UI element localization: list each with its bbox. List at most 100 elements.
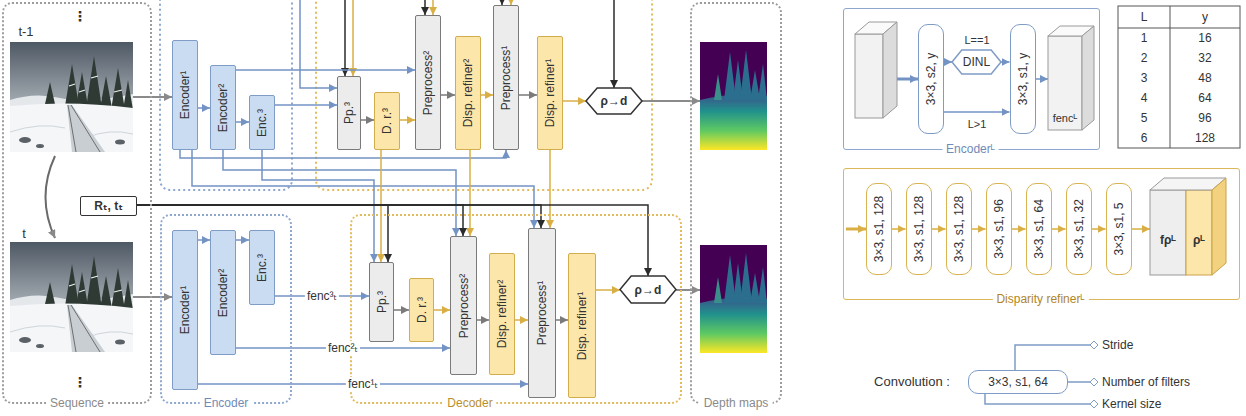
- refiner-block: Disp. refiner¹: [568, 253, 596, 398]
- preprocess-block: Preprocess¹: [528, 228, 556, 398]
- encoder-block: Enc.³: [249, 230, 275, 305]
- connector: [469, 150, 471, 236]
- node-label: Pp.³: [375, 291, 389, 313]
- node-label: 3×3, s1, y: [1016, 52, 1030, 104]
- node-label: Encoder²: [216, 268, 230, 317]
- panel-caption: Decoder: [443, 395, 496, 411]
- refiner-block: Disp. refiner¹: [537, 36, 563, 150]
- conv-layer: 3×3, s1, 64: [968, 370, 1068, 394]
- dotted-panel: SequenceRₜ, tₜ: [2, 2, 152, 404]
- connector: [198, 239, 210, 241]
- connector: [262, 150, 374, 262]
- node-label: Disp. refiner¹: [543, 59, 557, 128]
- node-label: ρ→d: [635, 283, 662, 297]
- panel-caption: Sequence: [46, 395, 108, 411]
- preprocess-block: Preprocess²: [450, 236, 477, 375]
- dotted-panel: Depth maps: [690, 2, 782, 404]
- connector: [563, 100, 586, 102]
- node-label: 3×3, s1, 128: [952, 195, 966, 261]
- table-cell: 4: [1141, 91, 1148, 105]
- connector: [198, 107, 210, 109]
- connector: [275, 104, 337, 106]
- node-label: 3×3, s1, 64: [988, 375, 1048, 389]
- legend-label: Stride: [1102, 338, 1133, 352]
- connector: [515, 319, 528, 321]
- ellipsis: ⋮: [73, 375, 87, 389]
- refiner-block: D. r.³: [409, 278, 434, 342]
- node-label: 3×3, s1, 128: [872, 195, 886, 261]
- table-cell: 32: [1198, 51, 1211, 65]
- edge-label: fenc¹ₜ: [346, 377, 380, 391]
- connector: [892, 228, 906, 230]
- condition-label: L==1: [964, 33, 989, 47]
- node-label: Preprocess²: [457, 273, 471, 338]
- tensor-label: fρᴸ: [1160, 233, 1176, 247]
- conv-layer: 3×3, s1, y: [1010, 24, 1036, 134]
- connector: [481, 94, 493, 96]
- connector: [972, 228, 986, 230]
- connector: [477, 319, 489, 321]
- connector: [236, 239, 249, 241]
- conv-layer: 3×3, s1, 5: [1106, 183, 1132, 275]
- table-cell: 96: [1198, 111, 1211, 125]
- preprocess-block: Pp.³: [337, 76, 361, 150]
- connector: [192, 150, 534, 228]
- table-cell: 5: [1141, 111, 1148, 125]
- detail-frame: Disparity refinerᴸ3×3, s1, 1283×3, s1, 1…: [843, 168, 1240, 300]
- encoder-block: Encoder²: [210, 65, 236, 150]
- encoder-block: Encoder²: [210, 230, 236, 355]
- pose-box: Rₜ, tₜ: [80, 196, 137, 216]
- conv-layer: 3×3, s1, 128: [906, 183, 932, 275]
- node-label: Disp. refiner²: [461, 59, 475, 128]
- connector: [400, 119, 415, 121]
- connector: [944, 111, 1010, 113]
- table-cell: 128: [1195, 131, 1215, 145]
- panel-caption: Disparity refinerᴸ: [992, 291, 1088, 307]
- panel-caption: Encoder: [200, 395, 253, 411]
- connector: [236, 69, 415, 71]
- connector: [394, 309, 409, 311]
- conv-layer: 3×3, s1, 64: [1026, 183, 1052, 275]
- dotted-panel: EncoderEncoder¹Encoder²Enc.³: [160, 214, 292, 404]
- refiner-block: Disp. refiner²: [489, 253, 515, 375]
- dinl-hexagon: DINL: [952, 50, 1001, 74]
- connector: [944, 61, 953, 63]
- ellipsis: ⋮: [73, 9, 87, 23]
- table-cell: 2: [1141, 51, 1148, 65]
- edge-label: fenc²ₜ: [326, 341, 360, 355]
- connector: [556, 319, 568, 321]
- node-label: 3×3, s2, y: [924, 52, 938, 104]
- table-cell: 16: [1198, 31, 1211, 45]
- conv-layer: 3×3, s1, 96: [986, 183, 1012, 275]
- table-cell: 64: [1198, 91, 1211, 105]
- connector: [180, 150, 506, 158]
- node-label: Encoder¹: [178, 71, 192, 120]
- connector: [932, 228, 946, 230]
- node-label: Preprocess¹: [499, 45, 513, 110]
- encoder-block: Enc.³: [249, 95, 275, 150]
- node-label: Enc.³: [255, 108, 269, 136]
- node-label: Encoder¹: [178, 286, 192, 335]
- node-label: DINL: [963, 55, 990, 69]
- connector: [549, 150, 551, 228]
- table-cell: y: [1202, 10, 1208, 24]
- legend-label: Convolution :: [874, 375, 950, 389]
- node-label: Encoder²: [216, 83, 230, 132]
- preprocess-block: Preprocess²: [415, 15, 441, 150]
- node-label: 3×3, s1, 5: [1112, 202, 1126, 255]
- connector: [1001, 61, 1010, 63]
- legend-label: Number of filters: [1102, 375, 1190, 389]
- encoder-block: Encoder¹: [172, 230, 198, 390]
- table-cell: L: [1141, 10, 1148, 24]
- conversion-hexagon: ρ→d: [586, 88, 642, 114]
- conv-layer: 3×3, s2, y: [918, 24, 944, 134]
- dotted-panel: DecoderPp.³D. r.³Preprocess²Disp. refine…: [350, 214, 682, 404]
- legend-label: Kernel size: [1102, 397, 1161, 411]
- node-label: 3×3, s1, 96: [992, 199, 1006, 259]
- node-label: Disp. refiner¹: [575, 291, 589, 360]
- preprocess-block: Pp.³: [369, 262, 394, 342]
- connector: [441, 94, 455, 96]
- panel-caption: Encoderᴸ: [942, 141, 999, 157]
- connector: [1052, 228, 1066, 230]
- panel-caption: Depth maps: [700, 395, 773, 411]
